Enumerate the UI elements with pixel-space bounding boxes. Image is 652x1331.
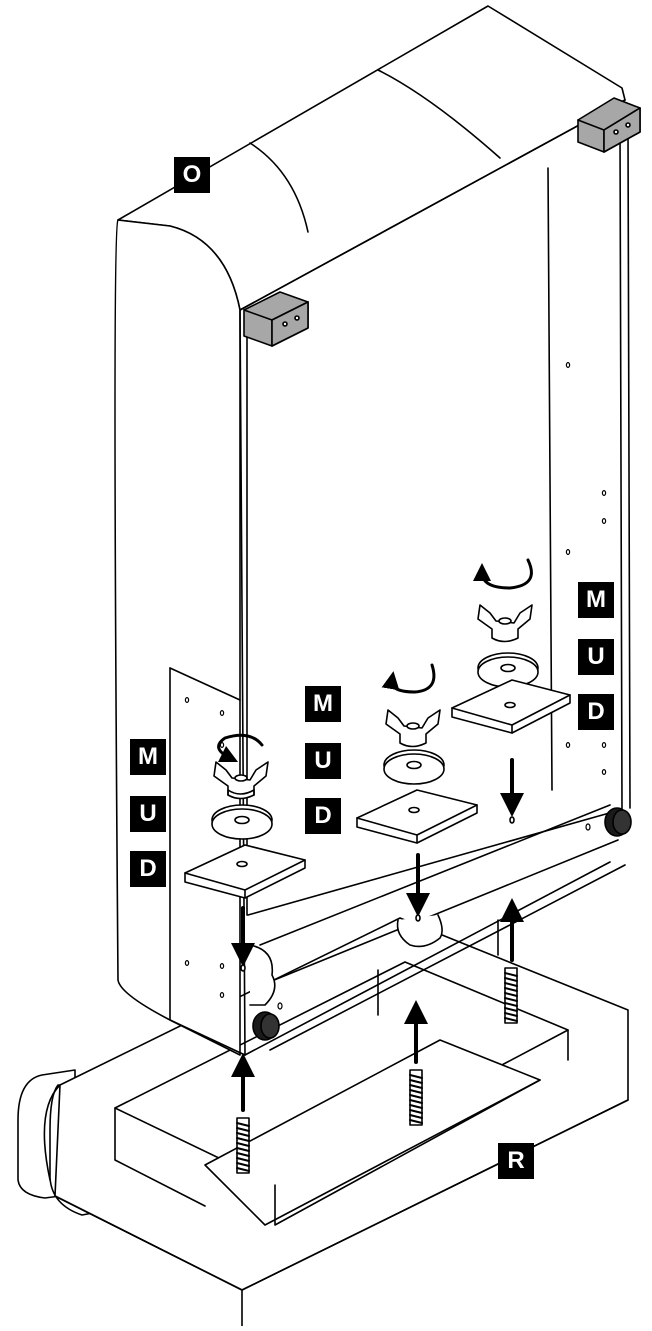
foot-left bbox=[252, 1011, 280, 1041]
label-plate-left: D bbox=[130, 851, 166, 887]
frame-right-post bbox=[619, 129, 631, 811]
washer-left bbox=[211, 804, 273, 840]
plate-middle bbox=[356, 789, 478, 844]
base-r bbox=[17, 917, 629, 1327]
washer-middle bbox=[383, 749, 445, 785]
hardware-stack-left bbox=[184, 733, 306, 1174]
stud-middle bbox=[409, 1069, 423, 1126]
label-frame: O bbox=[174, 157, 210, 193]
wingnut-middle bbox=[385, 709, 441, 748]
bracket-left bbox=[243, 291, 309, 347]
label-washer-middle: U bbox=[305, 743, 341, 779]
wingnut-left bbox=[213, 761, 269, 800]
label-plate-right: D bbox=[578, 694, 614, 730]
base-front-face bbox=[54, 1099, 629, 1327]
curved-arrow-icon bbox=[217, 733, 264, 763]
hardware-stack-right bbox=[451, 558, 571, 1024]
wingnut-right bbox=[477, 604, 533, 643]
hardware-stack-middle bbox=[356, 663, 478, 1126]
label-washer-left: U bbox=[130, 796, 166, 832]
curved-arrow-icon bbox=[381, 663, 436, 694]
curved-arrow-icon bbox=[473, 558, 533, 590]
bracket-right bbox=[577, 97, 641, 153]
frame-lower-panel bbox=[169, 667, 246, 1056]
label-plate-middle: D bbox=[305, 798, 341, 834]
label-wingnut-right: M bbox=[578, 582, 614, 618]
plate-left bbox=[184, 844, 306, 899]
frame-holes bbox=[184, 362, 607, 1010]
frame-left-side bbox=[114, 219, 241, 1056]
plate-right bbox=[451, 679, 571, 734]
stud-right bbox=[504, 967, 518, 1024]
label-base: R bbox=[498, 1143, 534, 1179]
label-wingnut-middle: M bbox=[305, 686, 341, 722]
washer-right bbox=[477, 652, 539, 688]
stud-left bbox=[236, 1117, 250, 1174]
foot-right bbox=[604, 807, 632, 837]
frame-bottom-rail bbox=[244, 804, 626, 1056]
label-washer-right: U bbox=[578, 639, 614, 675]
label-wingnut-left: M bbox=[130, 739, 166, 775]
